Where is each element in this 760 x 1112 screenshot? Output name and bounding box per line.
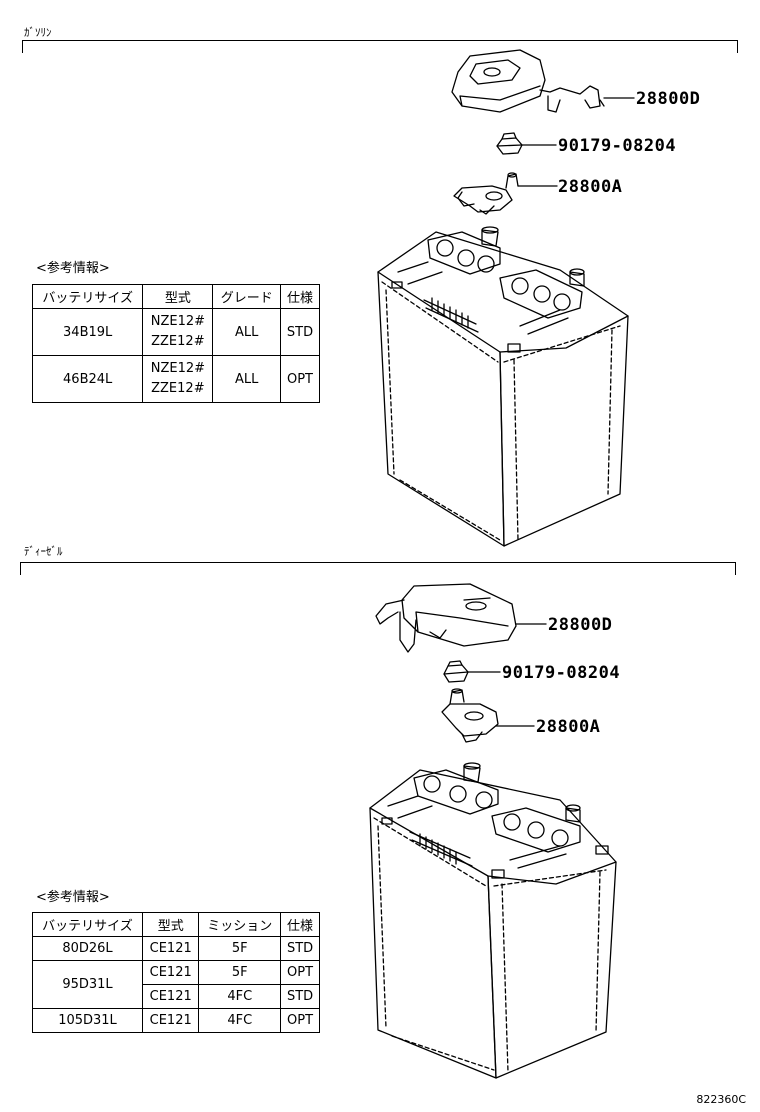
spec-cell: OPT <box>280 1008 320 1033</box>
battery-reference-table-diesel: バッテリサイズ 型式 ミッション 仕様 80D26L CE121 5F STD … <box>32 912 320 1033</box>
nut-illustration <box>496 132 523 155</box>
part-number-terminal: 28800A <box>536 717 601 737</box>
battery-illustration <box>369 762 617 1079</box>
spec-cell: STD <box>280 936 320 961</box>
section-frame-diesel <box>20 562 736 575</box>
table-row: 34B19L NZE12# ZZE12# ALL STD <box>31 308 321 356</box>
battery-size-cell: 80D26L <box>32 936 143 961</box>
table-header-row: バッテリサイズ 型式 ミッション 仕様 <box>32 912 320 937</box>
model-cell: CE121 <box>141 984 200 1009</box>
model-code: ZZE12# <box>151 334 205 349</box>
grade-cell: ALL <box>212 308 281 356</box>
spec-cell: OPT <box>280 960 320 985</box>
model-cell: NZE12# ZZE12# <box>142 308 214 356</box>
model-cell: CE121 <box>141 1008 200 1033</box>
terminal-cover-illustration <box>375 583 517 653</box>
spec-cell: STD <box>280 984 320 1009</box>
part-number-cover: 28800D <box>636 89 701 109</box>
terminal-cover-illustration <box>451 49 605 113</box>
column-header: バッテリサイズ <box>32 912 143 937</box>
model-code: ZZE12# <box>151 381 205 396</box>
column-header: ミッション <box>198 912 282 937</box>
battery-reference-table-gasoline: バッテリサイズ 型式 グレード 仕様 34B19L NZE12# ZZE12# … <box>31 284 321 403</box>
reference-info-title: <参考情報> <box>36 261 110 276</box>
battery-size-cell: 95D31L <box>32 960 143 1009</box>
section-frame-gasoline <box>22 40 738 53</box>
column-header: 仕様 <box>280 912 320 937</box>
diagram-code: 822360C <box>696 1093 746 1106</box>
table-row: 80D26L CE121 5F STD <box>32 936 320 961</box>
model-cell: NZE12# ZZE12# <box>142 355 214 403</box>
part-number-terminal: 28800A <box>558 177 623 197</box>
model-cell: CE121 <box>141 960 200 985</box>
column-header: 型式 <box>142 284 214 309</box>
spec-cell: STD <box>279 308 321 356</box>
terminal-clamp-illustration <box>453 172 519 215</box>
section-label-gasoline: ｶﾞｿﾘﾝ <box>24 26 52 39</box>
model-code: NZE12# <box>150 361 205 376</box>
table-header-row: バッテリサイズ 型式 グレード 仕様 <box>31 284 321 309</box>
terminal-clamp-illustration <box>441 688 499 743</box>
battery-illustration <box>377 226 629 547</box>
nut-illustration <box>443 660 469 683</box>
model-cell: CE121 <box>141 936 200 961</box>
battery-size-cell: 105D31L <box>32 1008 143 1033</box>
part-number-nut: 90179-08204 <box>502 663 621 683</box>
spec-cell: OPT <box>279 355 321 403</box>
model-code: NZE12# <box>150 314 205 329</box>
reference-info-title: <参考情報> <box>36 890 110 905</box>
battery-size-cell: 46B24L <box>31 355 144 403</box>
part-number-nut: 90179-08204 <box>558 136 677 156</box>
mission-cell: 4FC <box>198 1008 282 1033</box>
column-header: バッテリサイズ <box>31 284 144 309</box>
column-header: グレード <box>212 284 281 309</box>
table-row: 46B24L NZE12# ZZE12# ALL OPT <box>31 355 321 403</box>
column-header: 型式 <box>141 912 200 937</box>
part-number-cover: 28800D <box>548 615 613 635</box>
mission-cell: 4FC <box>198 984 282 1009</box>
battery-size-cell: 34B19L <box>31 308 144 356</box>
table-row: 105D31L CE121 4FC OPT <box>32 1008 320 1033</box>
column-header: 仕様 <box>279 284 321 309</box>
grade-cell: ALL <box>212 355 281 403</box>
mission-cell: 5F <box>198 960 282 985</box>
mission-cell: 5F <box>198 936 282 961</box>
table-row: 95D31L CE121 5F OPT <box>32 960 320 1009</box>
section-label-diesel: ﾃﾞｨｰｾﾞﾙ <box>24 545 63 558</box>
